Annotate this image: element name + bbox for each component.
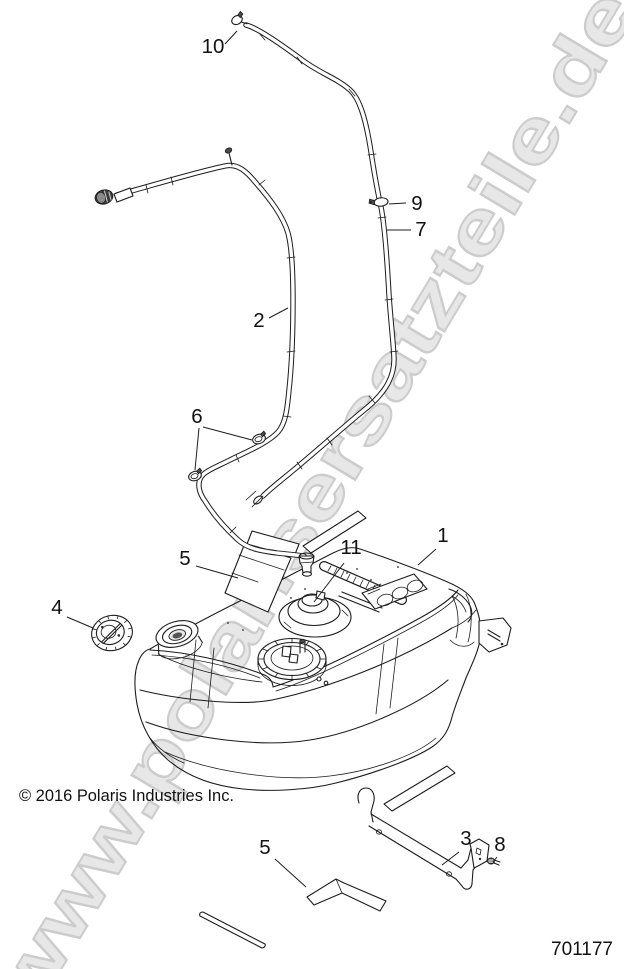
- callout-4: 4: [51, 596, 62, 619]
- thin-strip-bottom: [199, 911, 266, 949]
- bolt: [487, 857, 501, 866]
- strip-upper-right: [302, 510, 367, 554]
- callout-5-upper: 5: [179, 547, 190, 570]
- part-number: 701177: [551, 938, 613, 960]
- hose-clamp-right: [368, 197, 389, 207]
- strip-above-strap: [383, 765, 456, 812]
- callout-7: 7: [415, 218, 426, 241]
- callout-2: 2: [253, 309, 264, 332]
- fuel-pump: [278, 590, 352, 638]
- copyright-text: © 2016 Polaris Industries Inc.: [19, 787, 234, 805]
- fuel-cap: [91, 614, 133, 652]
- barb-fitting: [298, 552, 315, 577]
- callout-9: 9: [411, 192, 422, 215]
- callout-10: 10: [202, 35, 225, 58]
- foam-pad-lower: [306, 878, 387, 912]
- tank-surface-dots: [227, 566, 399, 631]
- callout-11: 11: [340, 536, 361, 559]
- callout-3: 3: [460, 827, 471, 850]
- hose-clamp-mid-b: [188, 467, 203, 482]
- vent-hose: [243, 22, 399, 508]
- tank-mount-tab: [478, 617, 512, 653]
- hose-clamp-mid-a: [252, 430, 267, 445]
- mounting-strap: [357, 787, 490, 890]
- callout-5-lower: 5: [259, 836, 270, 859]
- pump-lock-ring: [257, 637, 329, 686]
- hose-retainer-clip: [224, 147, 233, 166]
- hose-clamp-top: [231, 10, 248, 26]
- fuel-hose: [114, 162, 307, 559]
- tank-warning-label: [361, 573, 428, 610]
- filler-neck: [155, 620, 203, 660]
- callout-1: 1: [437, 524, 448, 547]
- callout-6: 6: [191, 405, 202, 428]
- callout-leader-lines: [66, 30, 498, 888]
- hose-end-fitting: [94, 187, 134, 205]
- callout-8: 8: [494, 833, 505, 856]
